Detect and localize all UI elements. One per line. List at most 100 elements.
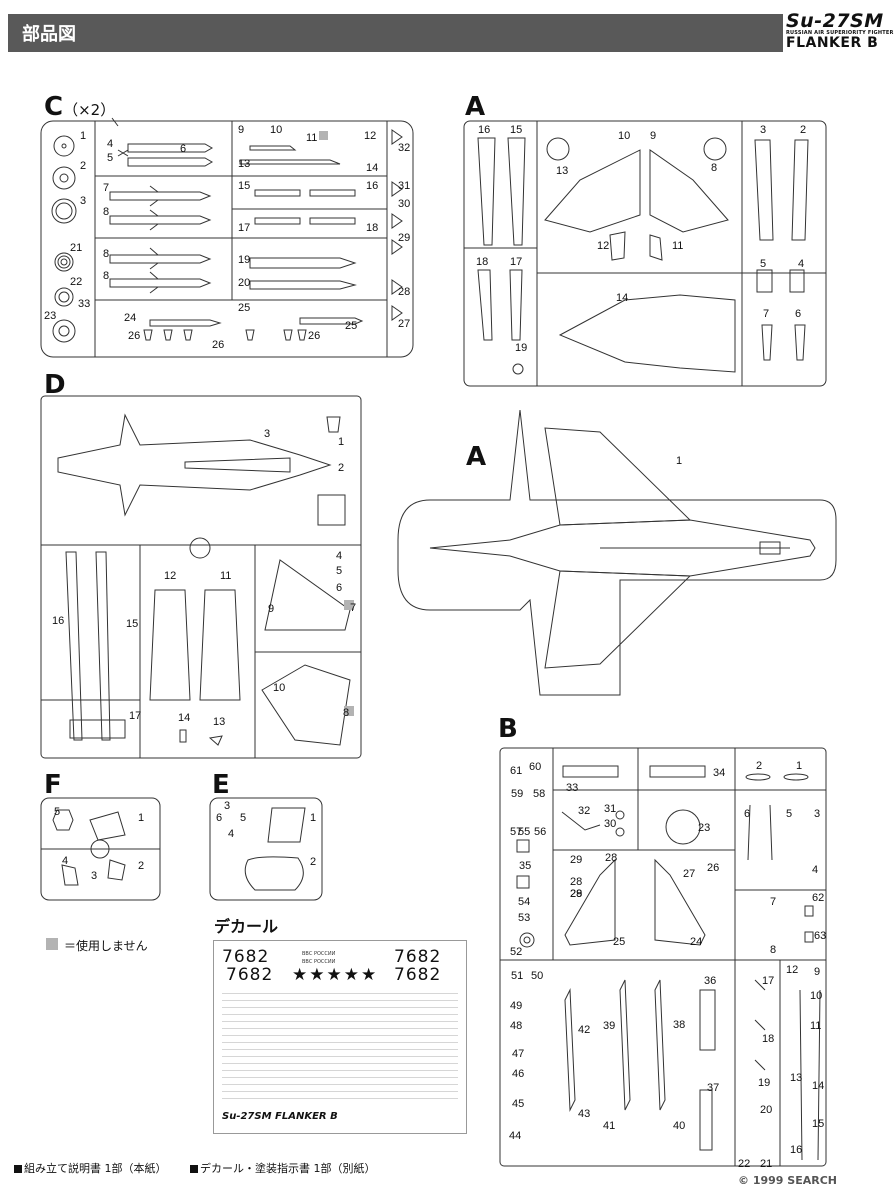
part-b31: 31 [604, 803, 617, 815]
part-c28: 28 [398, 286, 411, 298]
unused-legend-text: ＝使用しません [64, 939, 148, 953]
part-b53: 53 [518, 912, 531, 924]
page-title: 部品図 [22, 24, 76, 45]
decal-footer: Su-27SM FLANKER B [222, 1111, 338, 1122]
sprue-c-small-parts [143, 129, 403, 341]
footer-item-manual: 組み立て説明書 1部（本紙） [14, 1160, 167, 1176]
part-c19: 19 [238, 254, 251, 266]
sprue-c-label: C（×2） [44, 92, 115, 122]
header-bar: 部品図 [8, 14, 783, 52]
part-b26: 26 [707, 862, 720, 874]
part-b60: 60 [529, 761, 542, 773]
part-c33: 33 [78, 298, 91, 310]
part-c8a: 8 [103, 206, 110, 218]
part-c18: 18 [366, 222, 379, 234]
part-c1: 1 [80, 130, 87, 142]
sprue-d-label: D [44, 370, 66, 400]
part-b47: 47 [512, 1048, 525, 1060]
sprue-e-label: E [212, 770, 230, 800]
part-b18: 18 [762, 1033, 775, 1045]
part-b28a: 28 [605, 852, 618, 864]
watermark: © 1999 SEARCH [738, 1174, 837, 1187]
sprue-c-frame [40, 120, 414, 358]
part-b24: 24 [690, 936, 703, 948]
part-b5: 5 [786, 808, 793, 820]
decal-number-3: 7682 [394, 947, 442, 967]
part-b41: 41 [603, 1120, 616, 1132]
part-d4: 4 [336, 550, 343, 562]
sprue-a-big-hull [429, 427, 816, 669]
part-b55: 55 [518, 826, 531, 838]
part-c17: 17 [238, 222, 251, 234]
part-b37: 37 [707, 1082, 720, 1094]
part-a10: 10 [618, 130, 631, 142]
sprue-a-frame [463, 120, 827, 387]
brand-name: FLANKER B [786, 35, 879, 51]
part-c8b: 8 [103, 248, 110, 260]
part-b46: 46 [512, 1068, 525, 1080]
part-b50: 50 [531, 970, 544, 982]
part-d3: 3 [264, 428, 271, 440]
part-a2: 2 [800, 124, 807, 136]
part-c7: 7 [103, 182, 110, 194]
part-b4: 4 [812, 864, 819, 876]
part-b54: 54 [518, 896, 531, 908]
footer-bullet-icon [14, 1165, 22, 1173]
brand-subtitle: RUSSIAN AIR SUPERIORITY FIGHTER [786, 30, 894, 36]
part-d6: 6 [336, 582, 343, 594]
part-c26a: 26 [128, 330, 141, 342]
part-a19: 19 [515, 342, 528, 354]
part-c3: 3 [80, 195, 87, 207]
part-b34: 34 [713, 767, 726, 779]
decal-number-1: 7682 [222, 947, 270, 967]
part-a14: 14 [616, 292, 629, 304]
part-b8: 8 [770, 944, 777, 956]
sprue-c-count: （×2） [63, 101, 116, 119]
part-b56: 56 [534, 826, 547, 838]
part-c21: 21 [70, 242, 83, 254]
part-b48: 48 [510, 1020, 523, 1032]
sprue-f-frame [40, 797, 161, 901]
footer-item-decal: デカール・塗装指示書 1部（別紙） [190, 1160, 376, 1176]
part-b57: 57 [510, 826, 523, 838]
part-d11: 11 [220, 570, 232, 582]
sprue-b-frame [499, 747, 827, 1167]
part-c26b: 26 [212, 339, 225, 351]
part-c30: 30 [398, 198, 411, 210]
part-b21: 21 [760, 1158, 773, 1170]
brand-model: Su-27SM [786, 10, 884, 32]
sprue-c-unused-part [319, 131, 328, 140]
sprue-d-parts [57, 413, 351, 746]
decal-title: デカール [214, 917, 279, 936]
part-c20: 20 [238, 277, 251, 289]
sprue-c-missiles [109, 117, 364, 327]
part-d17: 17 [129, 710, 142, 722]
sprue-a-label: A [465, 92, 486, 122]
sprue-a-big-label: A [466, 442, 487, 472]
part-b43: 43 [578, 1108, 591, 1120]
sprue-f-label: F [44, 770, 62, 800]
decal-text-a: ВВС РОССИИ [302, 951, 336, 957]
part-b15: 15 [812, 1118, 825, 1130]
part-b39: 39 [603, 1020, 616, 1032]
part-b28c: 28 [570, 888, 583, 900]
part-b11: 11 [810, 1020, 822, 1032]
part-d12: 12 [164, 570, 177, 582]
part-c25a: 25 [238, 302, 251, 314]
part-b29a: 29 [570, 854, 583, 866]
part-b32: 32 [578, 805, 591, 817]
part-b22: 22 [738, 1158, 751, 1170]
decal-stencil-area [222, 987, 458, 1105]
part-d8: 8 [343, 707, 350, 719]
part-b35: 35 [519, 860, 532, 872]
footer-item-manual-text: 組み立て説明書 1部（本紙） [24, 1162, 167, 1175]
part-c8c: 8 [103, 270, 110, 282]
part-c14: 14 [366, 162, 379, 174]
part-f5: 5 [54, 806, 61, 818]
part-a16: 16 [478, 124, 491, 136]
part-a5: 5 [760, 258, 767, 270]
part-d7: 7 [350, 602, 357, 614]
part-b14: 14 [812, 1080, 825, 1092]
part-d10: 10 [273, 682, 286, 694]
part-b44: 44 [509, 1130, 522, 1142]
